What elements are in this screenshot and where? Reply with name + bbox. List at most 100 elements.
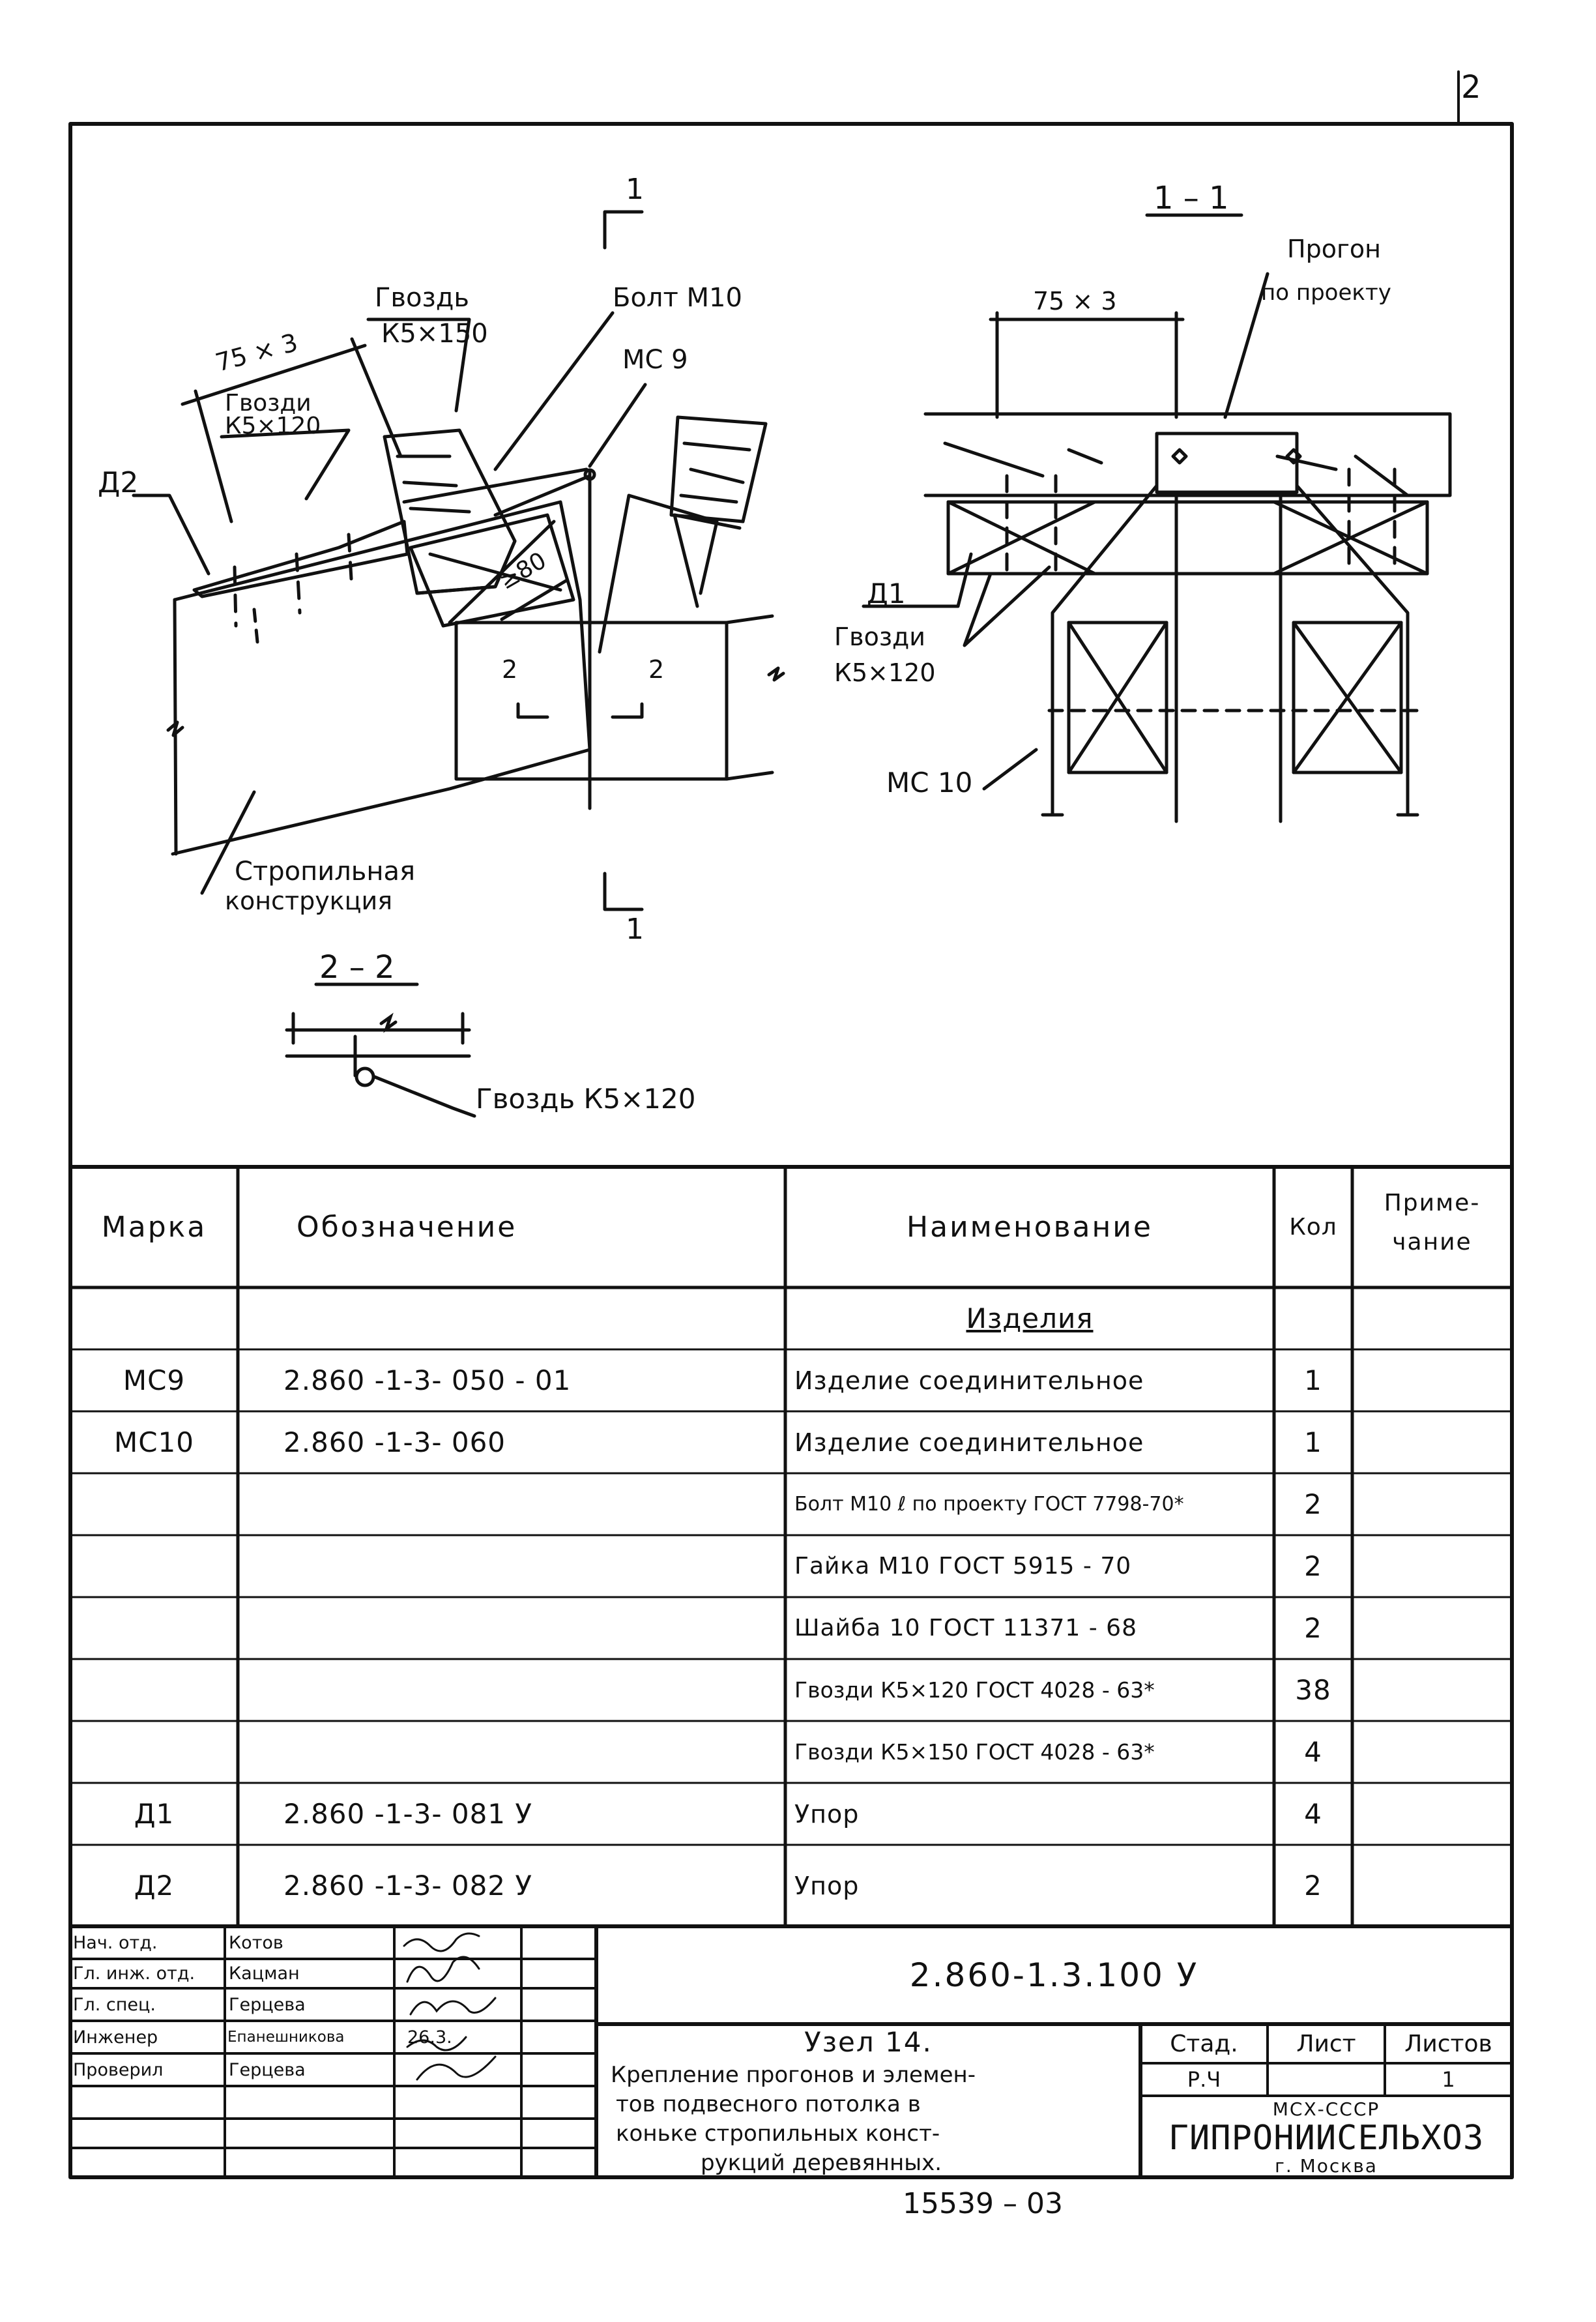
org-ministry: МСХ-СССР [1272,2098,1380,2120]
label-nail-150-size: К5×150 [381,319,488,349]
label-nails-120: Гвозди [225,390,312,417]
section-2-mark-left: 2 [502,655,517,684]
row-mark [70,1597,238,1659]
label-bolt: Болт М10 [613,283,742,313]
sheet-header: Лист [1296,2030,1356,2057]
row-qty: 2 [1304,1870,1322,1902]
header-note-2: чание [1392,1228,1472,1256]
label-purlin-2: по проекту [1261,280,1391,306]
label-75x3-right: 75 × 3 [1033,287,1117,316]
section-2-2-view [285,982,476,1118]
sheets-header: Листов [1404,2030,1492,2057]
header-name: Наименование [907,1211,1153,1244]
document-code: 2.860-1.3.100 У [909,1956,1199,1994]
row-name: Упор [794,1871,860,1900]
section-title-items: Изделия [966,1302,1094,1334]
sig-name: Герцева [229,2059,306,2080]
row-designation: 2.860 -1-3- 060 [283,1426,506,1458]
sig-name: Герцева [229,1994,306,2015]
row-mark: Д2 [134,1870,175,1902]
label-nail-k5-120: Гвоздь К5×120 [476,1083,695,1115]
header-qty: Кол [1289,1214,1337,1241]
row-designation: 2.860 -1-3- 050 - 01 [283,1364,572,1396]
row-qty: 2 [1304,1612,1322,1644]
main-view-node [132,210,785,911]
sheets-value: 1 [1442,2067,1455,2092]
row-qty: 2 [1304,1550,1322,1582]
row-qty: 4 [1304,1798,1322,1830]
sig-role: Нач. отд. [73,1932,158,1953]
row-name: Гайка М10 ГОСТ 5915 - 70 [794,1553,1132,1580]
sig-role: Гл. спец. [73,1994,156,2015]
org-name: ГИПРОНИИСЕЛЬХОЗ [1168,2119,1485,2158]
row-mark [70,1659,238,1721]
section-mark-1: 1 [626,173,644,206]
sig-role: Проверил [73,2059,164,2080]
row-designation [238,1535,822,1597]
row-qty: 1 [1304,1426,1322,1458]
sig-role: Гл. инж. отд. [73,1963,196,1984]
label-rafter-1: Стропильная [235,857,415,887]
row-qty: 38 [1295,1674,1331,1706]
row-name: Упор [794,1799,860,1829]
row-mark: Д1 [134,1798,175,1830]
page-number: 2 [1461,69,1481,106]
row-designation: 2.860 -1-3- 082 У [283,1870,532,1902]
section-1-1-view [862,213,1452,823]
stage-value: Р.Ч [1187,2067,1221,2092]
signature-scribbles [403,1932,497,2081]
label-nail-150: Гвоздь [375,283,469,313]
row-qty: 4 [1304,1736,1322,1768]
footer-number: 15539 – 03 [903,2187,1063,2220]
header-note-1: Приме- [1384,1189,1481,1216]
label-75x3-left: 75 × 3 [212,328,301,377]
row-designation [238,1473,822,1535]
row-mark [70,1721,238,1783]
header-mark: Марка [101,1211,207,1244]
section-mark-1-bottom: 1 [626,913,644,946]
spec-table-grid [70,1167,1512,1928]
title-block-grid [70,1926,1512,2177]
label-rafter-2: конструкция [225,887,392,915]
row-name: Изделие соединительное [794,1366,1144,1395]
label-ge80: ≥80 [495,547,551,595]
row-mark: МС9 [123,1364,186,1396]
row-designation [238,1659,822,1721]
row-designation [238,1721,822,1783]
section-1-1-title: 1 – 1 [1153,180,1229,216]
row-designation [238,1597,822,1659]
row-name: Изделие соединительное [794,1428,1144,1457]
section-2-mark-right: 2 [648,655,664,684]
title-line-2: Крепление прогонов и элемен- [611,2061,976,2088]
row-mark [70,1535,238,1597]
header-designation: Обозначение [297,1211,517,1244]
title-line-4: коньке стропильных конст- [616,2120,940,2147]
row-name: Гвозди К5×150 ГОСТ 4028 - 63* [794,1739,1155,1765]
label-purlin-1: Прогон [1287,235,1381,263]
stage-header: Стад. [1170,2030,1238,2057]
row-mark [70,1473,238,1535]
org-city: г. Москва [1275,2155,1378,2177]
sig-role: Инженер [73,2027,158,2048]
row-designation: 2.860 -1-3- 081 У [283,1798,532,1830]
label-ms9: МС 9 [622,345,688,375]
sig-date: 26.3. [407,2027,452,2048]
label-nails-120-size: К5×120 [225,413,321,439]
label-d1: Д1 [867,578,906,610]
sheet-value [1268,2063,1385,2096]
sig-name: Епанешникова [227,2029,345,2046]
title-line-5: рукций деревянных. [701,2149,942,2176]
label-ms10: МС 10 [886,767,972,799]
row-qty: 2 [1304,1488,1322,1520]
row-qty: 1 [1304,1364,1322,1396]
sig-name: Кацман [229,1963,300,1984]
label-d2: Д2 [98,466,138,499]
row-name: Болт М10 ℓ по проекту ГОСТ 7798-70* [794,1493,1184,1516]
section-2-2-title: 2 – 2 [319,949,395,986]
row-name: Шайба 10 ГОСТ 11371 - 68 [794,1615,1137,1641]
row-mark: МС10 [113,1426,194,1458]
label-nails-right-size: К5×120 [834,658,936,687]
